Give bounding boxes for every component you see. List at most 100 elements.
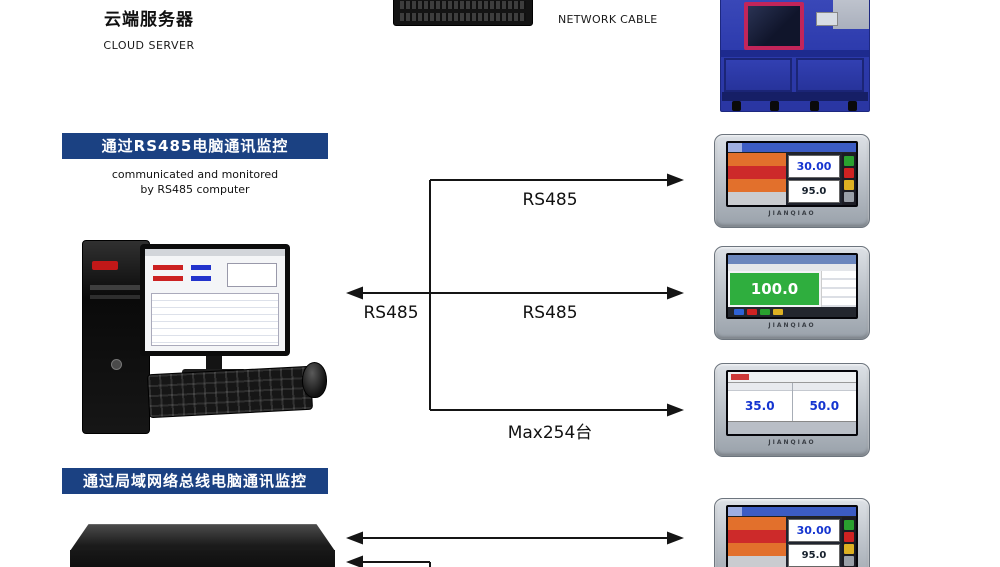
chamber-door [796, 58, 864, 92]
screen-body: 100.0 [728, 271, 856, 307]
rs485-label-top: RS485 [522, 190, 578, 210]
screen-button-gray [844, 192, 854, 202]
right-value: 50.0 [809, 398, 840, 413]
test-chamber-image [720, 0, 870, 112]
temperature-value: 30.00 [788, 155, 840, 178]
right-value-cell: 50.0 [792, 383, 857, 422]
chamber-top-panel [833, 0, 869, 29]
pc-drive-slot [90, 285, 142, 290]
controller-screen: 30.00 95.0 [726, 505, 858, 567]
value-boxes: 30.00 95.0 [786, 153, 842, 205]
network-cable-label: NETWORK CABLE [558, 13, 658, 26]
network-switch-image [393, 0, 533, 26]
controller-panel-3: 35.0 50.0 JIANQIAO [714, 363, 870, 457]
screen-row [728, 166, 786, 179]
left-value: 35.0 [744, 398, 775, 413]
chamber-door [724, 58, 792, 92]
humidity-value: 95.0 [788, 180, 840, 203]
switch-front-face [70, 550, 335, 567]
chamber-window [744, 2, 804, 50]
screen-body: 30.00 95.0 [728, 153, 856, 205]
pc-keyboard [146, 365, 314, 419]
controller-screen: 30.00 95.0 [726, 141, 858, 207]
switch-ports-row [400, 13, 526, 21]
max-units-label: Max254台 [507, 423, 593, 443]
chamber-mid-band [721, 50, 869, 57]
monitor-screen [145, 249, 285, 351]
screen-button-green [844, 156, 854, 166]
screen-button-green [760, 309, 770, 315]
software-menubar [145, 249, 285, 256]
controller-panel-1: 30.00 95.0 JIANQIAO [714, 134, 870, 228]
screen-row [728, 517, 786, 530]
screen-buttons [842, 517, 856, 567]
arrowhead-left [346, 286, 363, 300]
chamber-caster [732, 101, 741, 111]
software-value-red [153, 265, 183, 270]
pc-brand-badge [92, 261, 118, 270]
arrowhead-left [346, 555, 363, 567]
main-value: 100.0 [730, 273, 819, 305]
software-panel [227, 263, 277, 287]
software-value-red [153, 276, 183, 281]
screen-row [728, 530, 786, 543]
main-value-text: 100.0 [750, 280, 799, 298]
screen-button-green [844, 520, 854, 530]
chamber-control-box [816, 12, 838, 26]
screen-button-yellow [844, 544, 854, 554]
chamber-base [722, 92, 868, 101]
screen-body: 35.0 50.0 [728, 383, 856, 422]
screen-row [728, 543, 786, 556]
screen-button-red [844, 168, 854, 178]
screen-row [728, 179, 786, 192]
rs485-section-subtitle: communicated and monitored by RS485 comp… [62, 167, 328, 197]
lan-section-banner: 通过局域网络总线电脑通讯监控 [62, 468, 328, 494]
rs485-label-middle: RS485 [522, 303, 578, 323]
subtitle-line-2: by RS485 computer [140, 183, 250, 196]
screen-header-bar [728, 255, 856, 264]
screen-button-blue [734, 309, 744, 315]
pc-tower [82, 240, 150, 434]
chamber-caster [810, 101, 819, 111]
controller-screen: 35.0 50.0 [726, 370, 858, 436]
chamber-caster [848, 101, 857, 111]
arrowhead-right [667, 403, 684, 417]
screen-button-yellow [844, 180, 854, 190]
arrowhead-right [667, 286, 684, 300]
humidity-value: 95.0 [788, 544, 840, 567]
screen-header-bar [728, 507, 856, 517]
computer-image [70, 230, 340, 445]
cloud-server-label: 云端服务器 CLOUD SERVER [74, 5, 224, 52]
screen-button-red [844, 532, 854, 542]
screen-button-yellow [773, 309, 783, 315]
screen-footer-bar [728, 421, 856, 434]
left-value-cell: 35.0 [728, 383, 793, 422]
screen-footer-buttons [728, 307, 856, 317]
cloud-server-title-cn: 云端服务器 [104, 10, 194, 30]
pc-monitor [140, 244, 290, 356]
controller-brand-label: JIANQIAO [768, 439, 816, 446]
switch-ports-row [400, 1, 526, 9]
pc-mouse [302, 362, 327, 398]
controller-screen: 100.0 [726, 253, 858, 319]
switch-top-face [70, 524, 335, 551]
controller-brand-label: JIANQIAO [768, 322, 816, 329]
screen-body: 30.00 95.0 [728, 517, 856, 567]
subtitle-line-1: communicated and monitored [111, 168, 279, 181]
software-value-blue [191, 265, 211, 270]
value-boxes: 30.00 95.0 [786, 517, 842, 567]
controller-panel-2: 100.0 JIANQIAO [714, 246, 870, 340]
rs485-label-left: RS485 [363, 303, 419, 323]
screen-buttons [842, 153, 856, 205]
screen-header-bar [728, 143, 856, 153]
screen-header-bar [728, 372, 856, 383]
side-list [821, 271, 856, 307]
software-value-blue [191, 276, 211, 281]
pc-drive-slot [90, 295, 142, 299]
arrowhead-left [346, 531, 363, 545]
screen-rows [728, 153, 786, 205]
cloud-server-title-en: CLOUD SERVER [103, 39, 195, 52]
screen-row [728, 153, 786, 166]
pc-power-button [111, 359, 122, 370]
